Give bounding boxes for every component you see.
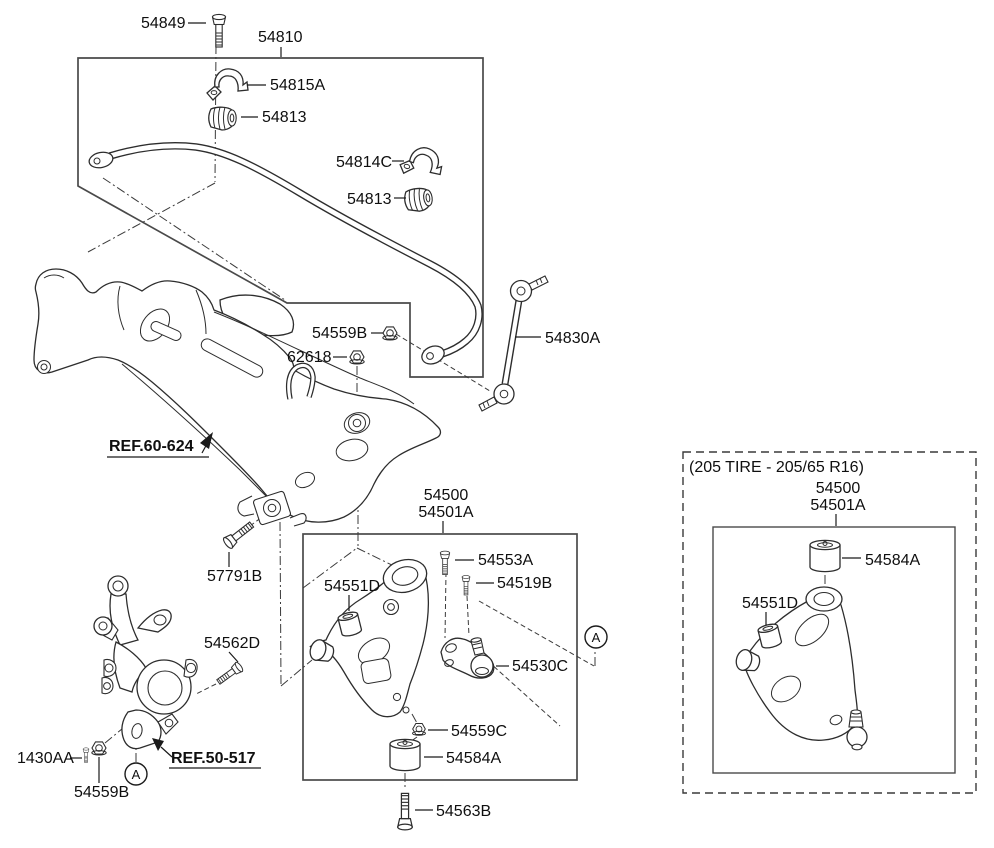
part-label-54849: 54849 bbox=[141, 15, 186, 32]
bolt-54562d bbox=[214, 660, 245, 687]
variant-inner-box bbox=[712, 526, 956, 774]
part-label-54814c: 54814C bbox=[336, 154, 392, 171]
marker-a-knuckle-label: A bbox=[132, 767, 141, 782]
stud-54519b bbox=[461, 575, 471, 596]
subframe-crossmember bbox=[33, 268, 442, 527]
variant-label-54501a: 54501A bbox=[810, 497, 865, 514]
stabilizer-bracket-54815a bbox=[206, 68, 249, 101]
variant-label-54500: 54500 bbox=[816, 480, 861, 497]
nut-54559b-bottom bbox=[91, 741, 107, 756]
part-label-54559b-top: 54559B bbox=[312, 325, 367, 342]
part-label-57791b: 57791B bbox=[207, 568, 262, 585]
variant-panel-title: (205 TIRE - 205/65 R16) bbox=[689, 459, 864, 476]
part-label-54830a: 54830A bbox=[545, 330, 600, 347]
marker-a-main-label: A bbox=[592, 630, 601, 645]
control-arm-assembly-box bbox=[302, 533, 578, 781]
steering-knuckle bbox=[93, 575, 198, 750]
stabilizer-assembly-box bbox=[77, 57, 484, 378]
part-label-62618: 62618 bbox=[287, 349, 332, 366]
stabilizer-link-54830a bbox=[478, 275, 549, 412]
nut-54559b-top bbox=[382, 326, 398, 341]
leader-lines bbox=[70, 22, 861, 811]
part-label-1430aa: 1430AA bbox=[17, 750, 74, 767]
variant-panel bbox=[682, 451, 977, 794]
arm-rear-bushing-54584a bbox=[389, 738, 421, 772]
pin-1430aa bbox=[82, 747, 90, 763]
bolt-57791b bbox=[221, 518, 257, 551]
part-label-54501a: 54501A bbox=[418, 504, 473, 521]
variant-label-54551d: 54551D bbox=[742, 595, 798, 612]
part-label-54813-right: 54813 bbox=[347, 191, 392, 208]
marker-a-main: A bbox=[584, 625, 608, 649]
part-label-54559b-bottom: 54559B bbox=[74, 784, 129, 801]
stabilizer-bushing-54813-right bbox=[402, 185, 435, 214]
ref-label-50-517: REF.50-517 bbox=[171, 750, 256, 767]
part-label-54815a: 54815A bbox=[270, 77, 325, 94]
bolt-54553a bbox=[439, 550, 451, 575]
stabilizer-bracket-54814c bbox=[397, 141, 448, 185]
variant-label-54584a: 54584A bbox=[865, 552, 920, 569]
lower-control-arm bbox=[306, 558, 430, 718]
ref-label-60-624: REF.60-624 bbox=[109, 438, 194, 455]
bolt-54849 bbox=[211, 13, 227, 48]
part-label-54551d: 54551D bbox=[324, 578, 380, 595]
variant-bushing-54584a bbox=[809, 539, 841, 573]
part-label-54562d: 54562D bbox=[204, 635, 260, 652]
part-label-54519b: 54519B bbox=[497, 575, 552, 592]
marker-a-knuckle: A bbox=[124, 762, 148, 786]
stabilizer-bushing-54813-top bbox=[208, 106, 237, 131]
part-label-54810: 54810 bbox=[258, 29, 303, 46]
variant-panel-border bbox=[682, 451, 977, 794]
ball-joint-54530c bbox=[440, 637, 495, 679]
stabilizer-bar bbox=[88, 142, 483, 365]
part-label-54563b: 54563B bbox=[436, 803, 491, 820]
ref-60-624-arrowhead bbox=[200, 432, 213, 449]
nut-62618 bbox=[349, 350, 365, 365]
construction-lines bbox=[87, 44, 826, 787]
part-label-54500: 54500 bbox=[424, 487, 469, 504]
part-label-54553a: 54553A bbox=[478, 552, 533, 569]
bolt-54563b bbox=[397, 792, 413, 831]
nut-54559c bbox=[412, 723, 426, 736]
variant-control-arm bbox=[733, 586, 868, 751]
part-label-54559c: 54559C bbox=[451, 723, 507, 740]
part-label-54530c: 54530C bbox=[512, 658, 568, 675]
part-label-54584a: 54584A bbox=[446, 750, 501, 767]
part-label-54813-top: 54813 bbox=[262, 109, 307, 126]
ref-50-517-arrowhead bbox=[152, 738, 164, 751]
